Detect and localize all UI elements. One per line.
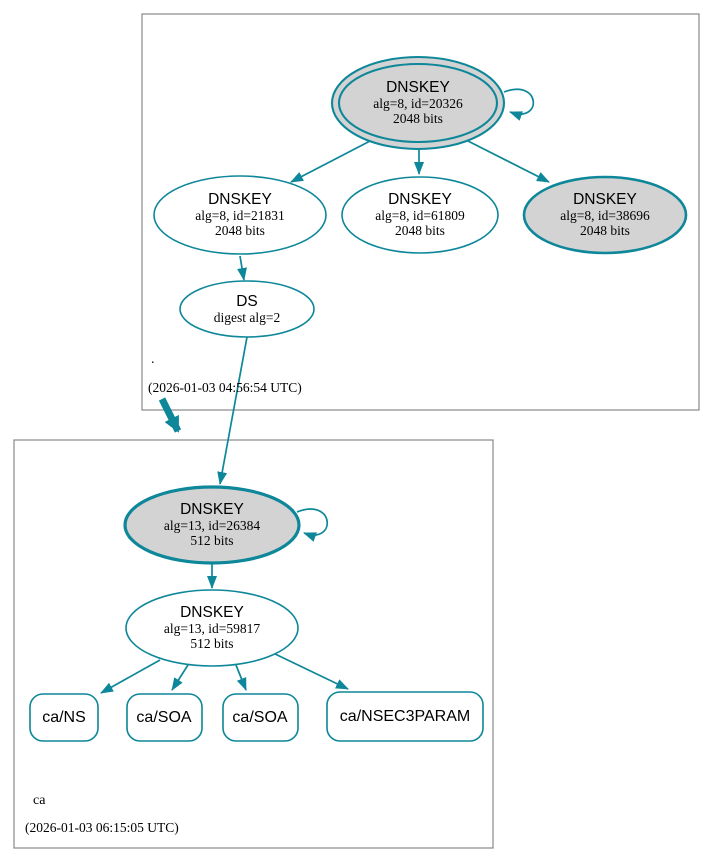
edge-selfloop-26384 [296,508,328,542]
edge-20326-21831 [290,139,373,183]
node-root-zsk-21831[interactable] [153,175,327,255]
node-ca-soa-2[interactable] [222,693,299,742]
node-root-ksk-20326-inner-ring [337,62,499,144]
edge-20326-38696 [465,139,550,183]
cluster-ca-box [13,439,494,849]
edge-21831-ds [237,255,247,281]
edge-ds-26384 [217,336,248,485]
node-ca-soa-1[interactable] [126,693,203,742]
node-ca-ns[interactable] [29,693,99,742]
edge-59817-nsec3param [272,652,349,690]
node-root-ds[interactable] [179,280,315,338]
node-ca-nsec3param[interactable] [326,691,484,742]
edge-59817-soa2 [235,664,247,691]
edge-59817-soa1 [171,664,189,691]
node-root-key-38696[interactable] [522,175,688,255]
cluster-root-box [141,13,700,411]
edge-selfloop-20326 [503,88,535,121]
node-ca-ksk-26384[interactable] [123,485,301,565]
node-ca-zsk-59817[interactable] [125,589,299,667]
node-root-ksk-20326[interactable] [330,55,506,151]
edge-delegation-root-ca [158,397,182,433]
node-root-zsk-61809[interactable] [341,176,499,254]
edge-59817-ns [100,659,161,694]
